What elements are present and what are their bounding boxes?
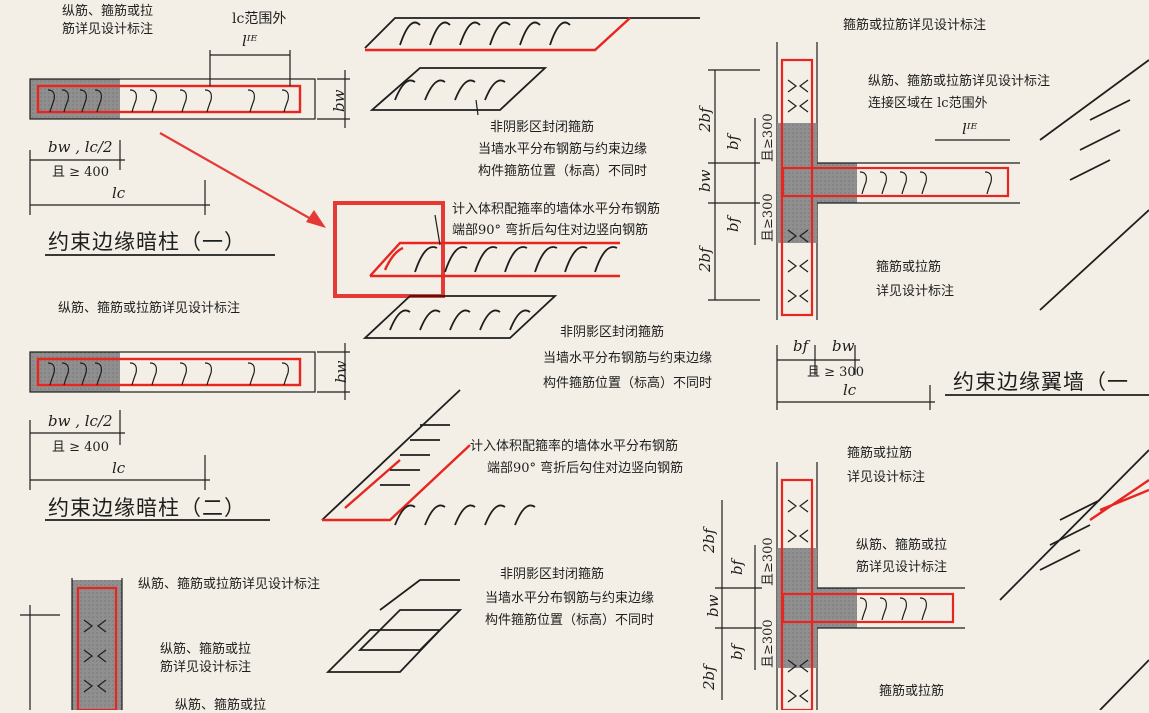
right-bf-b: bf bbox=[724, 216, 742, 232]
right-bf-a: bf bbox=[724, 134, 742, 150]
ge400-label-1: 且 ≥ 400 bbox=[52, 165, 109, 180]
left2-note: 纵筋、箍筋或拉筋详见设计标注 bbox=[58, 301, 241, 316]
bw-label-2: bw bbox=[332, 360, 350, 383]
right-ge300-a: 且≥300 bbox=[761, 113, 776, 162]
right2-2bf-b: 2bf bbox=[700, 665, 718, 690]
right2-note-2: 筋详见设计标注 bbox=[856, 560, 948, 575]
mid-annot-1: 计入体积配箍率的墙体水平分布钢筋 bbox=[452, 202, 661, 217]
dark-column-1-drawing bbox=[29, 50, 350, 256]
right2-bw: bw bbox=[704, 594, 722, 617]
top-lc-range: lc范围外 bbox=[232, 11, 287, 27]
mid-annot-4: 端部90° 弯折后勾住对边竖向钢筋 bbox=[487, 461, 684, 476]
mid-sketch-lower bbox=[321, 389, 536, 673]
mid-note-7: 非阴影区封闭箍筋 bbox=[500, 567, 605, 582]
right2-bf-a: bf bbox=[728, 559, 746, 575]
mid-note-4: 非阴影区封闭箍筋 bbox=[560, 325, 665, 340]
right-bw: bw bbox=[696, 169, 714, 192]
title-dark-column-2: 约束边缘暗柱（二） bbox=[48, 496, 246, 520]
right-note-1: 纵筋、箍筋或拉筋详见设计标注 bbox=[868, 74, 1051, 89]
right2-note-1: 纵筋、箍筋或拉 bbox=[856, 538, 948, 553]
top-left-note-1: 纵筋、箍筋或拉 bbox=[62, 4, 154, 19]
mid-note-1: 非阴影区封闭箍筋 bbox=[490, 120, 595, 135]
right2-ge300-b: 且≥300 bbox=[761, 619, 776, 668]
mid-annot-2: 端部90° 弯折后勾住对边竖向钢筋 bbox=[452, 223, 649, 238]
right-stirrup-2: 详见设计标注 bbox=[876, 284, 955, 299]
right-note-2: 连接区域在 lc范围外 bbox=[868, 96, 988, 111]
mid-sketch-highlighted bbox=[362, 214, 620, 339]
title-flange-wall-1: 约束边缘翼墙（一 bbox=[953, 370, 1129, 394]
right-lle: lᴵᴱ bbox=[962, 120, 978, 138]
left3-note-b2: 筋详见设计标注 bbox=[160, 660, 252, 675]
right-stirrup-1: 箍筋或拉筋 bbox=[876, 260, 942, 275]
mid-note-6: 构件箍筋位置（标高）不同时 bbox=[543, 376, 713, 391]
mid-note-2: 当墙水平分布钢筋与约束边缘 bbox=[478, 142, 648, 157]
right-2bf-a: 2bf bbox=[696, 107, 714, 132]
right2-bf-b: bf bbox=[728, 644, 746, 660]
right-edge-sketch bbox=[999, 59, 1149, 710]
bw-lc-label-1: bw , lc/2 bbox=[48, 138, 113, 156]
right-top-note: 箍筋或拉筋详见设计标注 bbox=[843, 18, 987, 33]
mid-note-3: 构件箍筋位置（标高）不同时 bbox=[478, 164, 648, 179]
mid-annot-3: 计入体积配箍率的墙体水平分布钢筋 bbox=[470, 439, 679, 454]
dark-column-2-drawing bbox=[29, 343, 350, 521]
right-bf-bottom: bf bbox=[793, 337, 809, 355]
title-dark-column-1: 约束边缘暗柱（一） bbox=[48, 230, 246, 254]
ge400-label-2: 且 ≥ 400 bbox=[52, 440, 109, 455]
red-arrow bbox=[159, 132, 326, 228]
bw-label-1: bw bbox=[330, 89, 348, 112]
left3-note: 纵筋、箍筋或拉筋详见设计标注 bbox=[138, 577, 321, 592]
right2-stirrup-2: 详见设计标注 bbox=[847, 470, 926, 485]
right-2bf-b: 2bf bbox=[696, 247, 714, 272]
lc-label-1: lc bbox=[112, 184, 126, 202]
right-ge300-bottom: 且 ≥ 300 bbox=[807, 365, 864, 380]
left-wall-column-drawing bbox=[20, 578, 123, 710]
right-ge300-b: 且≥300 bbox=[761, 193, 776, 242]
bw-lc-label-2: bw , lc/2 bbox=[48, 412, 113, 430]
mid-note-9: 构件箍筋位置（标高）不同时 bbox=[485, 613, 655, 628]
right2-stirrup-3: 箍筋或拉筋 bbox=[879, 684, 945, 699]
left3-note-b1: 纵筋、箍筋或拉 bbox=[160, 642, 252, 657]
mid-sketch-top bbox=[364, 17, 700, 116]
right2-stirrup-1: 箍筋或拉筋 bbox=[847, 446, 913, 461]
mid-note-5: 当墙水平分布钢筋与约束边缘 bbox=[543, 351, 713, 366]
right2-ge300-a: 且≥300 bbox=[761, 537, 776, 586]
flange-wall-1-drawing bbox=[708, 42, 1149, 410]
flange-wall-2-drawing bbox=[715, 462, 965, 710]
red-highlight-box bbox=[333, 201, 445, 298]
lle-label-1: lᴵᴱ bbox=[242, 32, 258, 50]
left3-note-c: 纵筋、箍筋或拉 bbox=[175, 698, 267, 713]
right-lc: lc bbox=[843, 381, 857, 399]
top-left-note-2: 筋详见设计标注 bbox=[62, 22, 154, 37]
right-bw-bottom: bw bbox=[832, 337, 855, 355]
lc-label-2: lc bbox=[112, 459, 126, 477]
mid-note-8: 当墙水平分布钢筋与约束边缘 bbox=[485, 591, 655, 606]
right2-2bf: 2bf bbox=[700, 528, 718, 553]
